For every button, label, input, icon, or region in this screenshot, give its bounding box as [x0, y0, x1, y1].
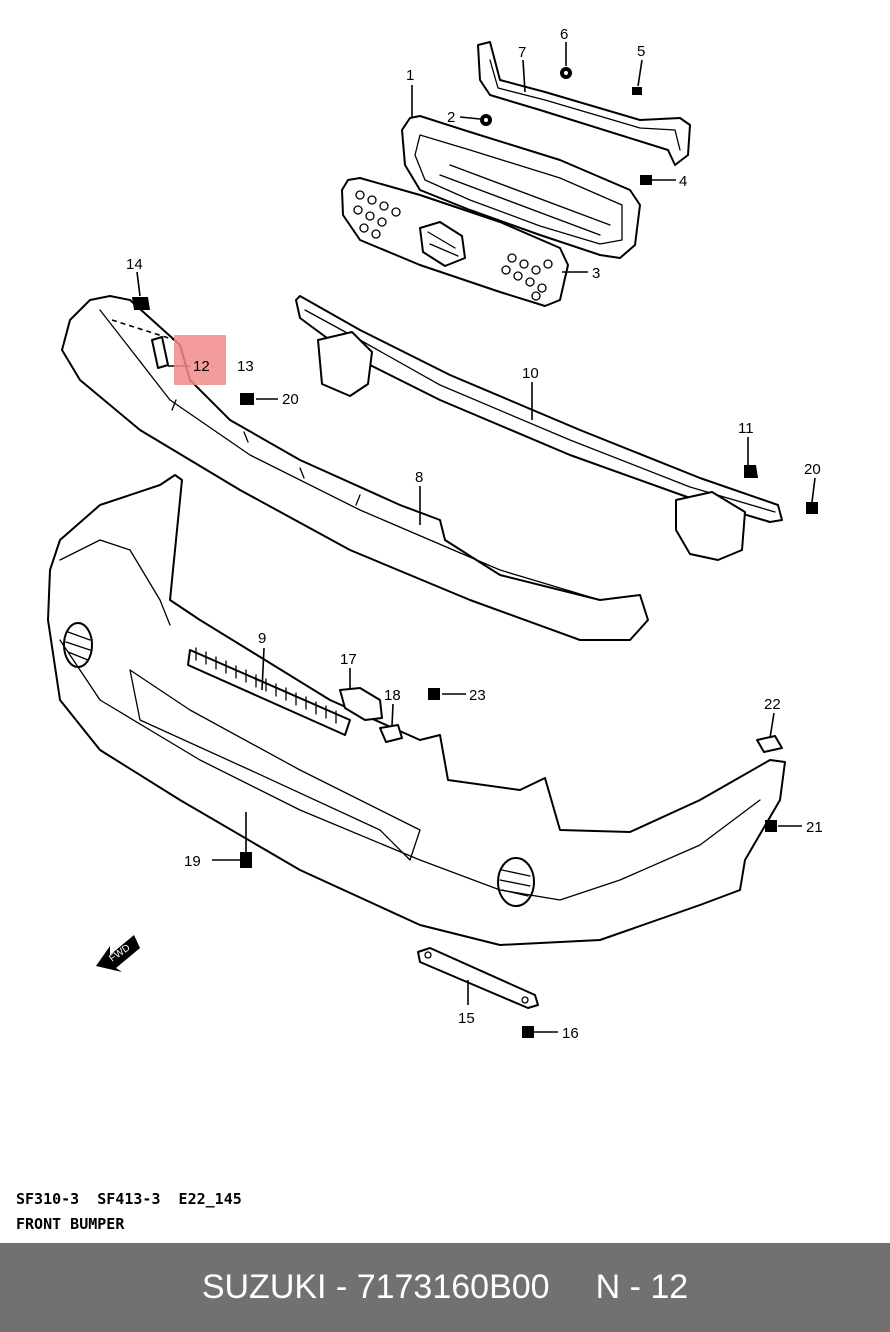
callout-17: 17 [340, 651, 357, 668]
callout-13: 13 [237, 358, 254, 375]
fasteners [132, 67, 818, 1038]
callout-21: 21 [806, 819, 823, 836]
diagram-title: FRONT BUMPER [16, 1215, 125, 1233]
diagram-codes: SF310-3 SF413-3 E22_145 [16, 1190, 242, 1208]
part-1-grille-surround [401, 115, 641, 259]
callout-2: 2 [447, 109, 455, 126]
part-3-grille [341, 177, 569, 307]
callout-20-right: 20 [804, 461, 821, 478]
diagram-position: N - 12 [595, 1268, 689, 1306]
callout-18: 18 [384, 687, 401, 704]
callout-3: 3 [592, 265, 600, 282]
part-10-reinforcement [295, 295, 783, 561]
part-9-bumper-body [47, 474, 786, 946]
brand-part-number: SUZUKI - 7173160B00 [201, 1268, 550, 1306]
callout-16: 16 [562, 1025, 579, 1042]
part-15-stay [417, 947, 539, 1009]
exploded-diagram: 1 2 3 4 5 6 7 8 9 10 11 12 13 14 15 16 1… [47, 26, 823, 1042]
callout-20-left: 20 [282, 391, 299, 408]
part-18-clip [379, 724, 403, 743]
callout-12: 12 [193, 358, 210, 375]
callout-11: 11 [738, 420, 754, 437]
callout-6: 6 [560, 26, 568, 43]
fwd-arrow-icon: FWD [96, 935, 140, 972]
callout-14: 14 [126, 256, 143, 273]
callout-1: 1 [406, 67, 414, 84]
callout-7: 7 [518, 44, 526, 61]
part-17-bracket [339, 687, 383, 721]
callout-8: 8 [415, 469, 423, 486]
callout-10: 10 [522, 365, 539, 382]
highlight-part-12 [174, 335, 226, 385]
part-22-clip [756, 735, 783, 753]
part-13-clip [151, 336, 169, 369]
callout-numbers: 1 2 3 4 5 6 7 8 9 10 11 12 13 14 15 16 1… [126, 26, 823, 1042]
part-7-bracket [477, 41, 691, 166]
part-9-comb-strip [187, 647, 351, 736]
callout-19: 19 [184, 853, 201, 870]
callout-5: 5 [637, 43, 645, 60]
callout-22: 22 [764, 696, 781, 713]
callout-9: 9 [258, 630, 266, 647]
part-footer-bar: SUZUKI - 7173160B00 N - 12 [0, 1243, 890, 1332]
callout-4: 4 [679, 173, 687, 190]
callout-15: 15 [458, 1010, 475, 1027]
leader-lines [111, 42, 816, 1033]
callout-23: 23 [469, 687, 486, 704]
